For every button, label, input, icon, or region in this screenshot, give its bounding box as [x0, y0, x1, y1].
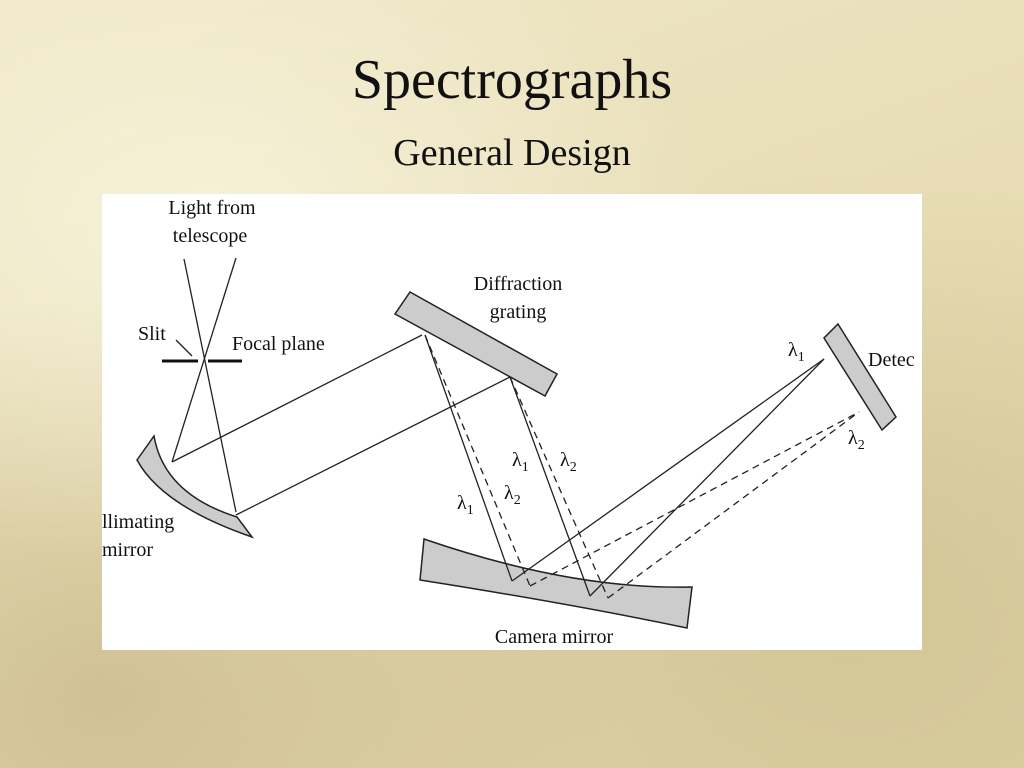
ray-lambda1-b — [509, 376, 591, 597]
ray-cam-l1-a — [511, 358, 825, 582]
label-collimating-line1: llimating — [102, 511, 174, 533]
ray-telescope-1 — [183, 258, 237, 513]
ray-collimated-2 — [235, 376, 511, 516]
detector — [823, 322, 897, 432]
camera-mirror — [419, 537, 693, 629]
diagram-svg: Light from telescope Slit Focal plane Di… — [102, 197, 915, 648]
label-light-line1: Light from — [168, 197, 256, 219]
label-focal-plane: Focal plane — [232, 333, 325, 355]
label-grating-line1: Diffraction — [474, 273, 563, 295]
label-light-line2: telescope — [173, 225, 248, 247]
collimating-mirror — [136, 434, 255, 539]
label-detector: Detec — [868, 349, 915, 371]
ray-lambda1-a — [424, 334, 513, 582]
label-slit: Slit — [138, 323, 166, 345]
label-lambda2-grating-right: λ2 — [560, 449, 577, 475]
label-camera-mirror: Camera mirror — [495, 626, 614, 648]
label-lambda2-detector: λ2 — [848, 427, 865, 453]
ray-cam-l1-b — [589, 358, 825, 597]
label-grating-line2: grating — [490, 301, 547, 323]
label-lambda1-left: λ1 — [457, 492, 474, 518]
label-lambda1-detector: λ1 — [788, 339, 805, 365]
slide-subtitle: General Design — [393, 132, 631, 174]
spectrograph-diagram: Light from telescope Slit Focal plane Di… — [102, 194, 922, 650]
diffraction-grating — [393, 291, 559, 398]
label-lambda2-grating: λ2 — [504, 482, 521, 508]
ray-lambda2-a — [424, 334, 531, 587]
label-collimating-line2: mirror — [102, 539, 153, 561]
ray-lambda2-b — [509, 376, 609, 599]
slide-title: Spectrographs — [351, 49, 673, 111]
label-lambda1-grating: λ1 — [512, 449, 529, 475]
slit-pointer — [175, 339, 193, 357]
ray-collimated-1 — [171, 334, 423, 463]
ray-cam-l2-a — [529, 411, 860, 587]
ray-cam-l2-b — [607, 411, 860, 599]
ray-telescope-2 — [171, 257, 237, 463]
